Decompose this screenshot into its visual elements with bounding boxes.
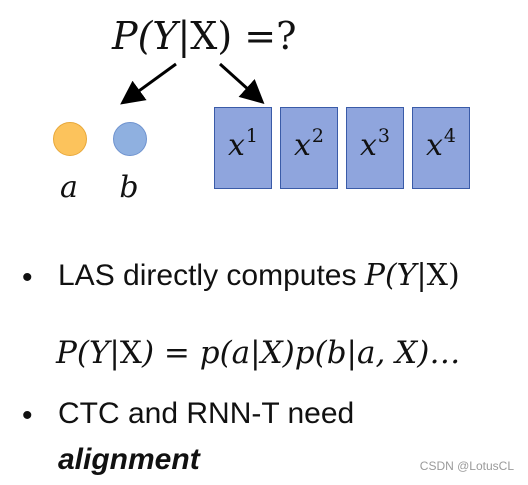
frame-x2-sup: 2 bbox=[311, 125, 324, 147]
bullet-1-formula-prefix: P(Y| bbox=[364, 258, 427, 293]
token-b-circle bbox=[113, 122, 147, 156]
bullet-1-marker: • bbox=[22, 261, 33, 294]
token-a-label: a bbox=[60, 170, 78, 205]
frame-x3: x3 bbox=[346, 107, 404, 189]
bullet-2-marker: • bbox=[22, 399, 33, 432]
frame-x1-base: x bbox=[227, 128, 245, 163]
frame-x4-base: x bbox=[425, 128, 443, 163]
probability-formula: P(Y|X) = p(a|X)p(b|a, X)… bbox=[56, 334, 460, 372]
formula-left: P(Y| bbox=[56, 335, 120, 371]
frame-x4-sup: 4 bbox=[443, 125, 456, 147]
formula-x: X bbox=[119, 335, 142, 371]
frame-x2: x2 bbox=[280, 107, 338, 189]
frame-x4: x4 bbox=[412, 107, 470, 189]
bullet-1-formula-suffix: ) bbox=[447, 258, 460, 293]
token-a-circle bbox=[53, 122, 87, 156]
arrow-to-tokens bbox=[120, 62, 177, 105]
frame-x3-sup: 3 bbox=[377, 125, 390, 147]
token-b-label: b bbox=[119, 170, 139, 205]
bullet-1-label: LAS directly computes bbox=[58, 259, 365, 292]
title-formula-prefix: P(Y| bbox=[112, 14, 191, 58]
arrow-to-frames bbox=[218, 62, 265, 105]
frame-x2-base: x bbox=[293, 128, 311, 163]
frame-x1: x1 bbox=[214, 107, 272, 189]
title-formula-x: X bbox=[190, 14, 218, 58]
bullet-1-text: LAS directly computes P(Y|X) bbox=[58, 258, 460, 294]
formula-right: ) = p(a|X)p(b|a, X)… bbox=[141, 335, 461, 371]
title-formula: P(Y|X) =? bbox=[112, 14, 296, 58]
title-formula-suffix: ) =? bbox=[217, 14, 297, 58]
bullet-2-line1: CTC and RNN-T need bbox=[58, 397, 355, 430]
bullet-1-formula: P(Y|X) bbox=[365, 258, 460, 293]
bullet-1-formula-x: X bbox=[426, 258, 448, 293]
watermark: CSDN @LotusCL bbox=[419, 459, 514, 473]
frame-x1-sup: 1 bbox=[245, 125, 258, 147]
bullet-2-line2: alignment bbox=[58, 443, 200, 476]
frame-x3-base: x bbox=[359, 128, 377, 163]
